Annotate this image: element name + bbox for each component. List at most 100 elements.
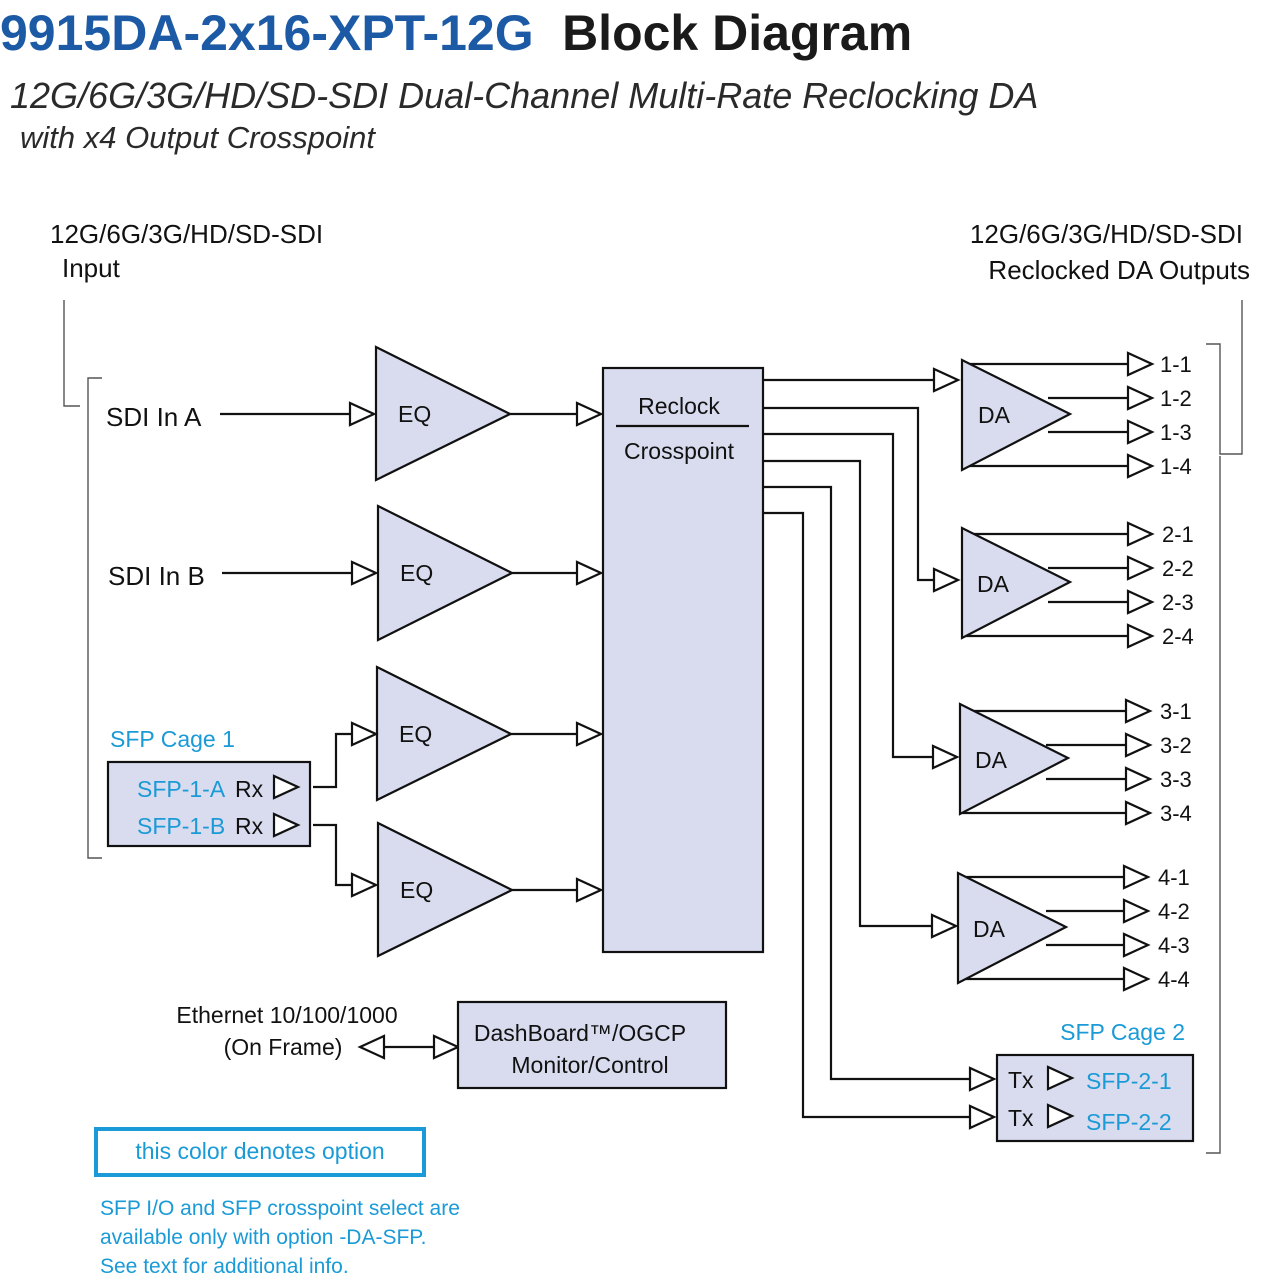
arrow-right-icon <box>932 567 961 593</box>
output-label: 4-4 <box>1158 967 1190 992</box>
arrow-right-icon <box>968 1066 997 1092</box>
arrow-right-icon <box>1046 1103 1075 1129</box>
sfp-1-a-rx-label: Rx <box>235 776 264 802</box>
output-label: 1-1 <box>1160 352 1192 377</box>
arrow-right-icon <box>931 744 960 770</box>
output-label: 2-4 <box>1162 624 1194 649</box>
da-amplifier-1 <box>960 358 1073 472</box>
sfp-note-line-1: SFP I/O and SFP crosspoint select are <box>100 1197 460 1220</box>
arrowheads <box>272 351 1155 1130</box>
arrow-right-icon <box>1124 732 1153 758</box>
da-amplifier-1-label: DA <box>978 402 1011 428</box>
subtitle-line-2: with x4 Output Crosspoint <box>20 120 376 155</box>
dashboard-label-line-1: DashBoard™/OGCP <box>474 1020 686 1046</box>
output-label: 4-3 <box>1158 933 1190 958</box>
sfp-2-2-tx-label: Tx <box>1008 1105 1034 1131</box>
arrow-right-icon <box>350 721 379 747</box>
arrow-right-icon <box>1124 800 1153 826</box>
dashboard-control-block <box>456 1000 728 1090</box>
sdi-in-a-label: SDI In A <box>106 402 202 432</box>
arrow-right-icon <box>1126 555 1155 581</box>
output-label: 3-1 <box>1160 699 1192 724</box>
output-header-line-1: 12G/6G/3G/HD/SD-SDI <box>970 219 1243 249</box>
arrow-right-icon <box>350 560 379 586</box>
dashboard-label-line-2: Monitor/Control <box>511 1052 668 1078</box>
output-label: 2-1 <box>1162 522 1194 547</box>
sfp-2-2-label: SFP-2-2 <box>1086 1109 1172 1135</box>
output-label: 4-2 <box>1158 899 1190 924</box>
title: 9915DA-2x16-XPT-12G Block Diagram <box>0 5 912 61</box>
arrow-right-icon <box>930 913 959 939</box>
da-amplifier-2 <box>960 526 1073 640</box>
arrow-right-icon <box>1126 385 1155 411</box>
output-label: 2-3 <box>1162 590 1194 615</box>
arrow-right-icon <box>272 812 301 838</box>
subtitle-line-1: 12G/6G/3G/HD/SD-SDI Dual-Channel Multi-R… <box>10 75 1038 116</box>
arrow-right-icon <box>350 872 379 898</box>
output-label: 1-2 <box>1160 386 1192 411</box>
arrow-right-icon <box>1124 766 1153 792</box>
arrow-right-icon <box>1046 1065 1075 1091</box>
arrow-right-icon <box>575 401 604 427</box>
reclock-label: Reclock <box>638 393 720 419</box>
sfp-1-b-rx-label: Rx <box>235 813 264 839</box>
arrow-right-icon <box>1126 521 1155 547</box>
da-amplifier-3-label: DA <box>975 747 1008 773</box>
sfp-1-b-label: SFP-1-B <box>137 813 225 839</box>
ethernet-label-line-2: (On Frame) <box>224 1034 343 1060</box>
da-amplifier-3 <box>958 702 1071 816</box>
sfp-2-1-label: SFP-2-1 <box>1086 1068 1172 1094</box>
output-label: 3-4 <box>1160 801 1192 826</box>
output-label: 3-3 <box>1160 767 1192 792</box>
arrow-right-icon <box>932 367 961 393</box>
arrow-right-icon <box>1126 589 1155 615</box>
output-label: 1-4 <box>1160 454 1192 479</box>
ethernet-label-line-1: Ethernet 10/100/1000 <box>176 1002 397 1028</box>
crosspoint-label: Crosspoint <box>624 438 735 464</box>
signal-wires <box>220 362 1130 1119</box>
title-rest: Block Diagram <box>562 5 912 61</box>
sfp-note-line-2: available only with option -DA-SFP. <box>100 1226 426 1249</box>
output-label: 3-2 <box>1160 733 1192 758</box>
sfp-2-1-tx-label: Tx <box>1008 1067 1034 1093</box>
sfp-cage-1-title: SFP Cage 1 <box>110 726 235 752</box>
arrow-right-icon <box>1122 864 1151 890</box>
arrow-right-icon <box>1122 898 1151 924</box>
sdi-in-b-label: SDI In B <box>108 561 205 591</box>
arrow-right-icon <box>1122 966 1151 992</box>
sfp-cage-2-title: SFP Cage 2 <box>1060 1019 1185 1045</box>
da-amplifier-2-label: DA <box>977 571 1010 597</box>
arrow-right-icon <box>1122 932 1151 958</box>
output-label: 2-2 <box>1162 556 1194 581</box>
output-label: 4-1 <box>1158 865 1190 890</box>
option-color-legend-text: this color denotes option <box>135 1138 384 1164</box>
arrow-right-icon <box>575 721 604 747</box>
sfp-cage-2-box <box>995 1053 1195 1143</box>
arrow-right-icon <box>575 560 604 586</box>
eq-amplifier-2 <box>376 504 515 642</box>
arrow-right-icon <box>432 1034 461 1060</box>
arrow-right-icon <box>1126 351 1155 377</box>
da-amplifier-4 <box>956 871 1069 985</box>
arrow-right-icon <box>1126 453 1155 479</box>
arrow-right-icon <box>272 774 301 800</box>
output-label: 1-3 <box>1160 420 1192 445</box>
output-bracket <box>1206 300 1243 1154</box>
eq-amplifier-2-label: EQ <box>400 560 433 586</box>
sfp-1-a-label: SFP-1-A <box>137 776 226 802</box>
arrow-right-icon <box>348 401 377 427</box>
output-header-line-2: Reclocked DA Outputs <box>988 255 1250 285</box>
option-color-legend-box <box>94 1127 426 1177</box>
arrow-right-icon <box>575 877 604 903</box>
eq-amplifier-1-label: EQ <box>398 401 431 427</box>
arrow-right-icon <box>968 1104 997 1130</box>
eq-amplifier-3 <box>375 665 514 802</box>
eq-amplifier-1 <box>374 345 513 482</box>
eq-amplifier-4 <box>376 821 515 958</box>
eq-amplifier-4-label: EQ <box>400 877 433 903</box>
reclock-crosspoint-block <box>601 366 765 954</box>
arrow-right-icon <box>1126 419 1155 445</box>
da-output-labels: 1-1 1-2 1-3 1-4 2-1 2-2 2-3 2-4 3-1 3-2 … <box>1158 352 1194 992</box>
title-model: 9915DA-2x16-XPT-12G <box>0 5 534 61</box>
